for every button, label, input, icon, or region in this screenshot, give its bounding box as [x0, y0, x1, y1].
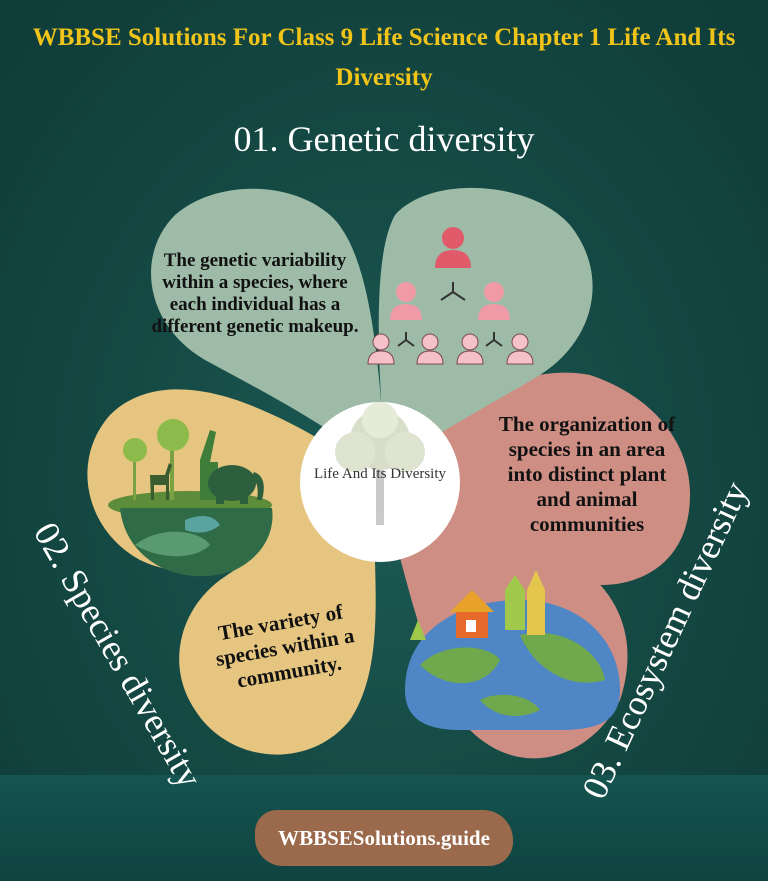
page-title: WBBSE Solutions For Class 9 Life Science…: [32, 24, 736, 91]
earth-house-icon: [405, 570, 620, 730]
ecosystem-description: The organization of species in an area i…: [498, 412, 676, 536]
center-circle: [300, 402, 460, 562]
wildlife-island-icon: [108, 419, 273, 577]
petal-genetic-text: [151, 188, 385, 470]
footer-site-link[interactable]: WBBSESolutions.guide: [255, 810, 513, 866]
label-genetic-diversity: 01. Genetic diversity: [233, 119, 535, 159]
people-hierarchy-icon: [367, 227, 534, 365]
petal-genetic-icon: [378, 187, 593, 470]
tree-icon: [335, 402, 425, 525]
genetic-description: The genetic variability within a species…: [151, 250, 359, 337]
petal-species-text: [179, 490, 376, 755]
center-label: Life And Its Diversity: [313, 466, 447, 482]
